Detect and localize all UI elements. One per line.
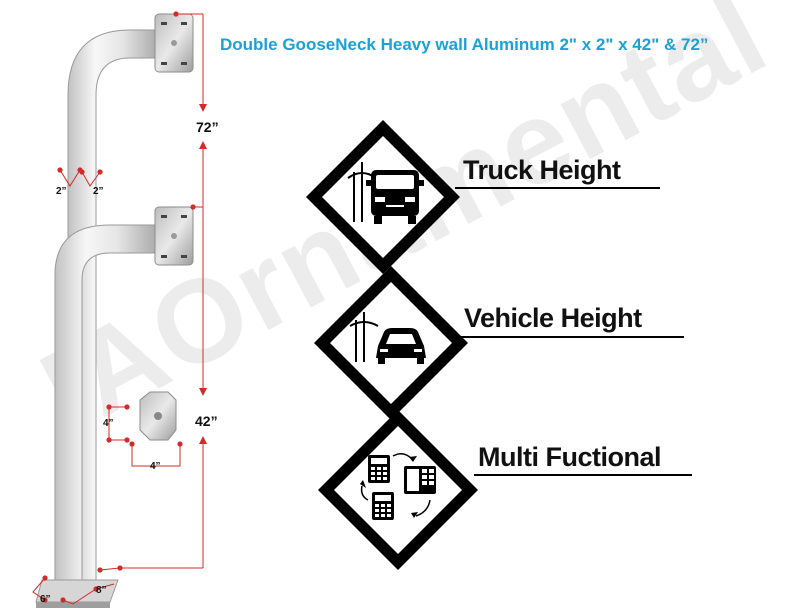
plate-horizontal-label: 4”: [150, 461, 161, 472]
truck-height-label: Truck Height: [463, 155, 621, 185]
plate-vertical-label: 4”: [103, 418, 114, 429]
multi-functional-label: Multi Fuctional: [478, 442, 661, 472]
keypad-cycle-icon: [360, 453, 436, 520]
upper-height-label: 72”: [196, 119, 219, 135]
dimension-dots: [42, 11, 196, 603]
detached-bracket-plate: [139, 391, 177, 441]
lower-mounting-plate: [154, 206, 194, 266]
truck-icon: [347, 162, 424, 224]
pipe-width-right-label: 2”: [93, 186, 104, 197]
page-title: Double GooseNeck Heavy wall Aluminum 2" …: [220, 35, 709, 54]
gooseneck-post: [35, 29, 159, 608]
vehicle-height-label: Vehicle Height: [464, 303, 642, 333]
base-width-label: 8”: [96, 585, 107, 596]
pipe-width-left-label: 2”: [56, 186, 67, 197]
sign-multi-functional: [318, 410, 692, 570]
sign-truck-height: [306, 120, 660, 274]
upper-mounting-plate: [154, 13, 194, 73]
sign-vehicle-height: [314, 266, 684, 420]
car-icon: [349, 312, 426, 364]
dimension-lines: [32, 13, 207, 605]
base-depth-label: 6”: [40, 594, 51, 605]
lower-height-label: 42”: [195, 413, 218, 429]
